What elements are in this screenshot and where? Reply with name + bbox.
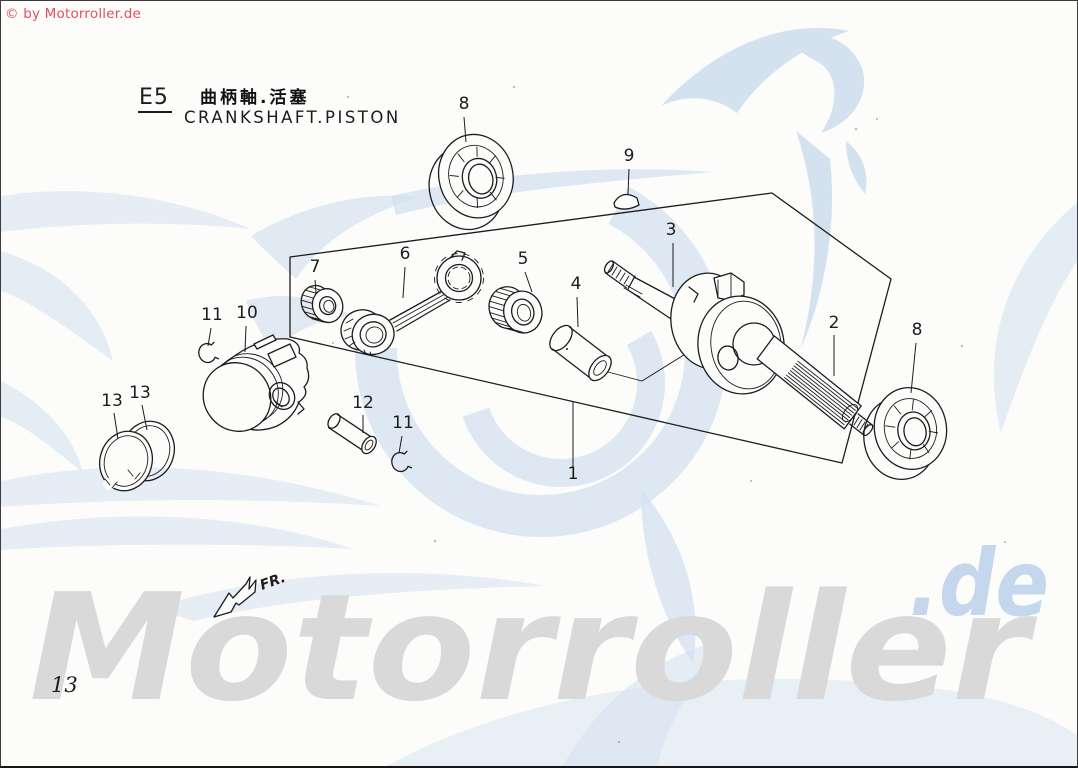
copyright-notice: © by Motorroller.de [5,6,142,22]
watermark-tld-text: .de [909,530,1049,637]
callout-number-2: 2 [829,313,840,333]
callout-leader-7 [314,279,317,294]
scan-specks [331,85,1007,744]
part-needle-bearing-big [488,286,543,334]
part-piston-pin [549,324,612,382]
page-number: 13 [51,673,78,697]
section-code: E5 [138,85,172,113]
piston-pin-boss [268,381,296,411]
callout-leader-11 [398,435,403,454]
callout-number-10: 10 [236,303,258,323]
part-circlip-upper [198,341,220,364]
callout-number-12: 12 [352,393,374,413]
bearing-cage-lines [449,146,505,209]
part-woodruff-key [613,193,640,210]
callout-leader-10 [244,325,247,353]
piston-top-slot [253,334,277,350]
part-needle-bearing-small [300,284,344,324]
page-title-chinese: 曲柄軸.活塞 [200,88,310,108]
part-piston [202,334,310,432]
part-connecting-rod [340,250,484,357]
part-bearing-right [863,387,948,480]
callout-leader-8 [463,116,467,143]
part-spacer-tube [327,413,377,455]
callout-number-3: 3 [666,220,677,240]
callout-number-4: 4 [571,274,582,294]
part-piston-rings [99,420,175,492]
callout-number-13: 13 [129,383,151,403]
callout-leader-13 [141,404,148,431]
callout-number-9: 9 [624,146,635,166]
callout-leader-8 [910,342,917,394]
callout-number-1: 1 [568,464,579,484]
callout-leader-13 [113,412,119,440]
crank-left-stub [603,260,680,320]
callout-leader-4 [576,296,579,328]
callout-leader-9 [627,168,630,195]
callout-number-11: 11 [392,413,414,433]
rod-small-end [340,309,395,356]
part-crankshaft [603,260,874,437]
page-title-english: CRANKSHAFT.PISTON [184,108,401,127]
piston-window [267,343,297,368]
crank-splined-shaft [756,335,874,437]
callout-number-7: 7 [310,257,321,277]
callout-number-8: 8 [459,94,470,114]
callout-number-11: 11 [201,305,223,325]
part-bearing-left [428,133,514,231]
callout-leader-5 [524,271,533,293]
callout-leader-11 [207,327,212,347]
callout-leader-6 [402,266,406,299]
callout-number-5: 5 [518,249,529,269]
watermark-brand-text: Motorroller [29,562,1037,734]
enclosure-box [289,192,892,464]
callout-number-6: 6 [400,244,411,264]
callout-number-13: 13 [101,391,123,411]
crank-pin [713,272,745,301]
callout-number-8: 8 [912,320,923,340]
